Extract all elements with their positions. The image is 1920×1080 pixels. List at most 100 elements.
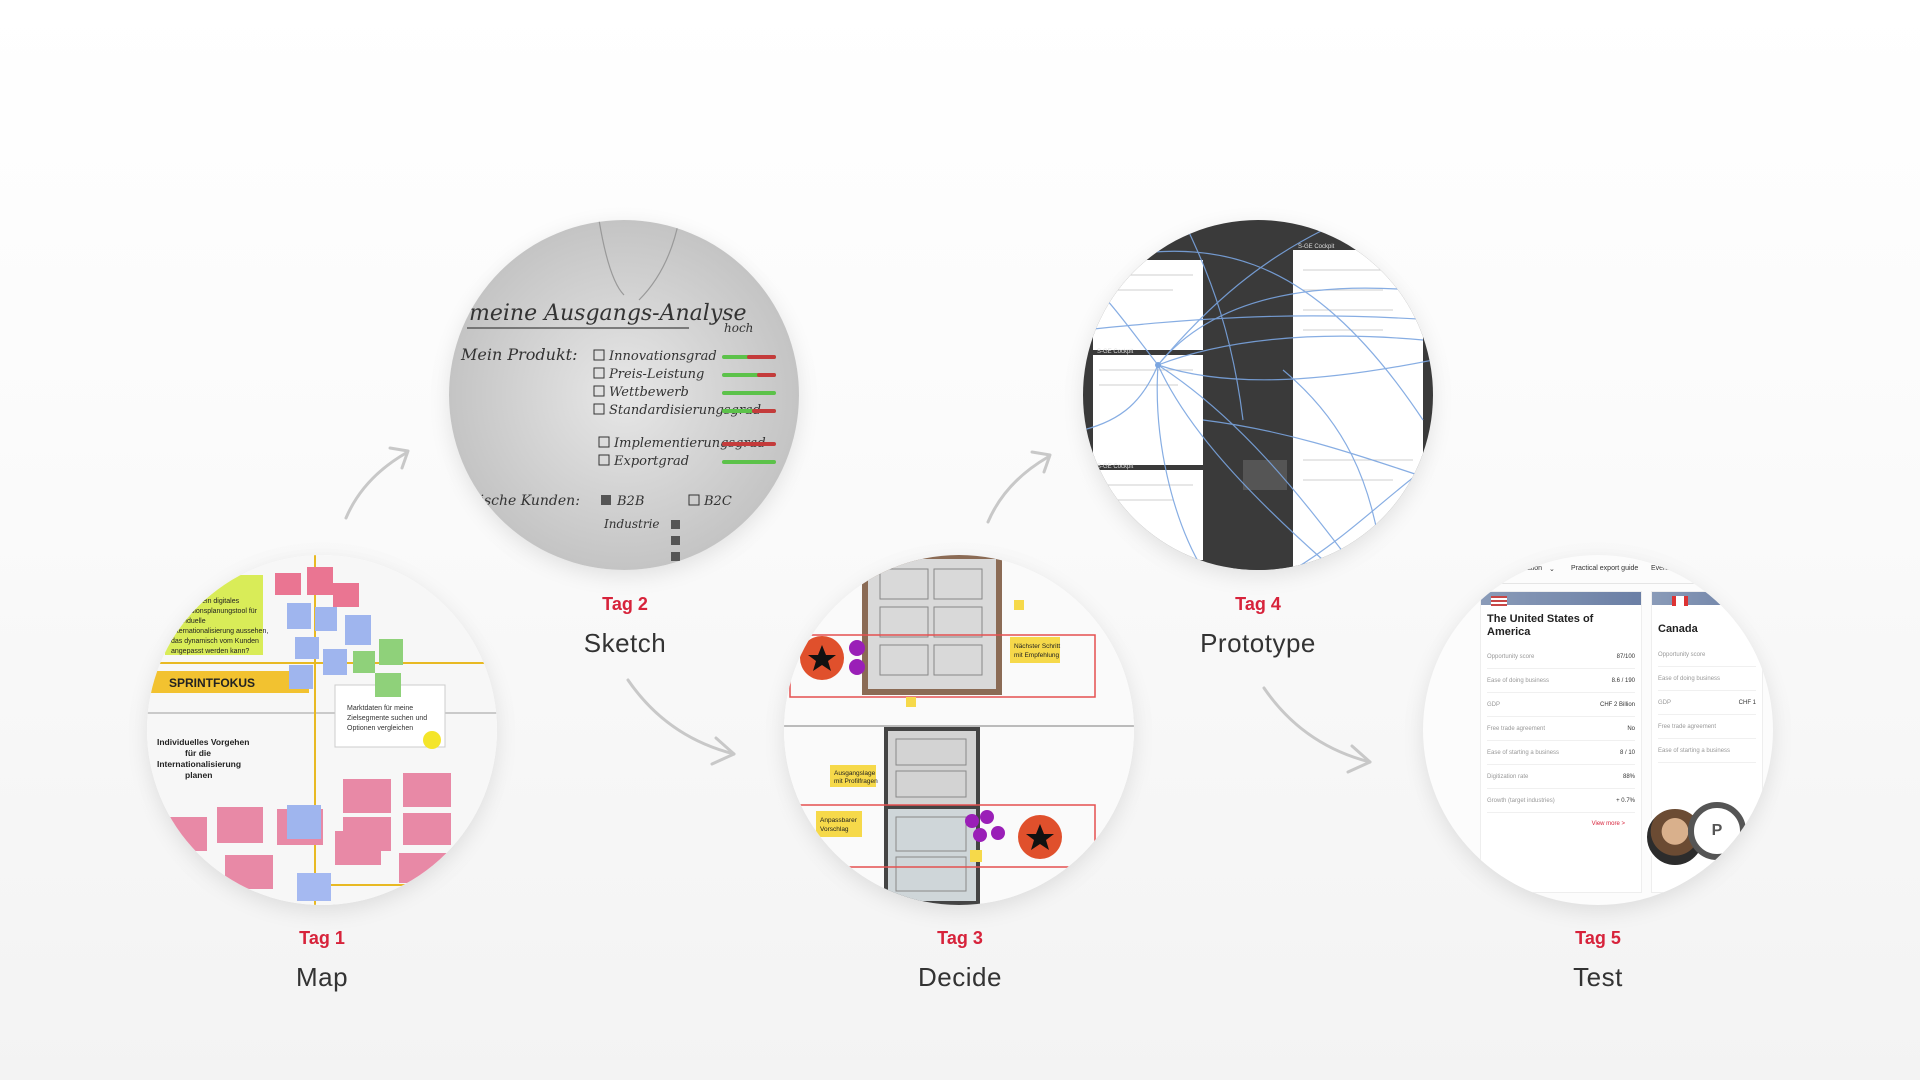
- svg-text:angepasst werden kann?: angepasst werden kann?: [171, 648, 249, 655]
- sketch-paper-photo: meine Ausgangs-Analyse hoch Mein Produkt…: [449, 220, 799, 570]
- b2c-label: B2C: [703, 494, 732, 509]
- stat-key: Opportunity score: [1487, 653, 1535, 660]
- sprintfokus-heading: SPRINTFOKUS: [169, 676, 255, 690]
- svg-text:individuelle: individuelle: [171, 618, 206, 625]
- test-nav: ...ation ⌄ Practical export guide Even..…: [1423, 565, 1773, 581]
- stat-row: Ease of starting a business 8 / 10: [1487, 741, 1635, 765]
- sketch-item: Exportgrad: [613, 454, 689, 469]
- svg-text:Nächster Schritt: Nächster Schritt: [1014, 643, 1060, 650]
- arrow-icon: [344, 446, 410, 520]
- canada-stats: Opportunity score Ease of doing business…: [1652, 635, 1762, 763]
- decide-wall-photo: Nächster Schritt mit Empfehlung Ausgangs…: [784, 555, 1134, 905]
- step-tag: Tag 4: [1235, 594, 1281, 614]
- stat-value: CHF 2 Billion: [1599, 701, 1635, 708]
- card-header-image: [1481, 592, 1641, 605]
- stat-row: Ease of doing business: [1658, 667, 1756, 691]
- step-label: Sketch: [583, 628, 667, 658]
- stat-row: Digitization rate 88%: [1487, 765, 1635, 789]
- stat-value: + 0.7%: [1616, 797, 1635, 804]
- svg-text:S-GE Cockpit: S-GE Cockpit: [1097, 349, 1134, 355]
- stat-key: Ease of starting a business: [1487, 749, 1560, 756]
- stat-key: Growth (target industries): [1487, 797, 1555, 804]
- step-tag: Tag 5: [1575, 928, 1621, 948]
- country-card-usa[interactable]: The United States of America Opportunity…: [1480, 591, 1642, 893]
- svg-text:das dynamisch vom Kunden: das dynamisch vom Kunden: [171, 638, 259, 645]
- svg-text:mit Profilfragen: mit Profilfragen: [834, 778, 878, 785]
- kunden-label: typische Kunden:: [457, 493, 580, 509]
- stat-key: Ease of doing business: [1658, 675, 1721, 682]
- svg-text:für die: für die: [185, 748, 211, 758]
- stat-key: Digitization rate: [1487, 773, 1529, 780]
- svg-text:Optionen vergleichen: Optionen vergleichen: [347, 725, 413, 732]
- svg-text:Zielsegmente suchen und: Zielsegmente suchen und: [347, 715, 427, 722]
- svg-text:Expansionsplanungstool für: Expansionsplanungstool für: [171, 608, 258, 615]
- svg-text:Internationalisierung aussehen: Internationalisierung aussehen,: [171, 628, 268, 635]
- chevron-down-icon: ⌄: [1549, 566, 1555, 573]
- usa-stats: Opportunity score 87/100 Ease of doing bu…: [1481, 639, 1641, 827]
- hoch-label: hoch: [724, 321, 753, 335]
- stat-row: Ease of starting a business: [1658, 739, 1756, 763]
- canada-flag-icon: [1672, 596, 1688, 606]
- view-more-link[interactable]: View more >: [1591, 821, 1625, 827]
- decide-illustration: Nächster Schritt mit Empfehlung Ausgangs…: [784, 555, 1134, 905]
- country-title: America: [1487, 626, 1531, 638]
- cockpit-label: S-GE Cockpit: [1298, 244, 1335, 250]
- stat-value: 88%: [1622, 773, 1635, 780]
- step-label: Prototype: [1200, 628, 1316, 658]
- test-ui-screenshot: ...ation ⌄ Practical export guide Even..…: [1423, 555, 1773, 905]
- step-label: Map: [295, 962, 349, 992]
- avatar-letter: P: [1711, 822, 1723, 839]
- svg-text:Vorschlag: Vorschlag: [820, 826, 849, 833]
- stat-value: 87/100: [1616, 653, 1635, 660]
- svg-text:Internationalisierung: Internationalisierung: [157, 759, 241, 769]
- svg-text:Anpassbarer: Anpassbarer: [820, 817, 858, 824]
- stat-value: 8.6 / 190: [1611, 677, 1635, 684]
- svg-text:Marktdaten für meine: Marktdaten für meine: [347, 705, 413, 712]
- sketch-item: Standardisierungsgrad: [609, 403, 761, 418]
- prototype-screens: S-GE Cockpit S-GE Cockpit S-GE Cockpit: [1083, 220, 1433, 570]
- step-label: Test: [1573, 962, 1623, 992]
- nav-item[interactable]: Even...: [1651, 565, 1673, 572]
- stat-row: Opportunity score: [1658, 643, 1756, 667]
- stat-key: Ease of starting a business: [1658, 747, 1731, 754]
- prototype-illustration: S-GE Cockpit S-GE Cockpit S-GE Cockpit: [1083, 220, 1433, 570]
- stat-row: Opportunity score 87/100: [1487, 645, 1635, 669]
- svg-text:Ausgangslage: Ausgangslage: [834, 770, 876, 777]
- svg-text:S-GE Cockpit: S-GE Cockpit: [1097, 464, 1134, 470]
- produkt-label: Mein Produkt:: [460, 345, 577, 364]
- map-board-photo: ZIEL Wie kann ein digitales Expansionspl…: [147, 555, 497, 905]
- nav-item[interactable]: Practical export guide: [1571, 565, 1639, 572]
- stat-key: Opportunity score: [1658, 651, 1706, 658]
- participant-avatar: P: [1688, 802, 1746, 860]
- stat-row: Growth (target industries) + 0.7%: [1487, 789, 1635, 813]
- stat-row: Ease of doing business 8.6 / 190: [1487, 669, 1635, 693]
- arrow-icon: [1262, 686, 1372, 774]
- usa-flag-icon: [1491, 596, 1507, 606]
- svg-text:Wie kann ein digitales: Wie kann ein digitales: [171, 598, 240, 605]
- sketch-item: Preis-Leistung: [608, 367, 704, 382]
- sketch-item: Implementierungsgrad: [613, 436, 766, 451]
- nav-item[interactable]: ...ation: [1521, 565, 1543, 572]
- b2b-label: B2B: [616, 494, 644, 509]
- step-tag: Tag 1: [299, 928, 345, 948]
- arrow-icon: [986, 450, 1052, 524]
- stat-value: 8 / 10: [1619, 749, 1635, 756]
- map-board-illustration: ZIEL Wie kann ein digitales Expansionspl…: [147, 555, 497, 905]
- sketch-title: meine Ausgangs-Analyse: [469, 301, 747, 326]
- stat-key: GDP: [1658, 699, 1672, 706]
- svg-text:mit Empfehlung: mit Empfehlung: [1014, 652, 1060, 659]
- step-label: Decide: [918, 962, 1002, 992]
- sketch-illustration: meine Ausgangs-Analyse hoch Mein Produkt…: [449, 220, 799, 570]
- svg-text:planen: planen: [185, 770, 212, 780]
- stat-key: Ease of doing business: [1487, 677, 1550, 684]
- card-header-image: [1652, 592, 1762, 605]
- country-title: Canada: [1658, 623, 1698, 635]
- arrow-icon: [626, 678, 736, 766]
- svg-text:Individuelles Vorgehen: Individuelles Vorgehen: [157, 737, 249, 747]
- ziel-heading: ZIEL: [173, 581, 193, 591]
- country-title: The United States of: [1487, 613, 1594, 625]
- stat-row: Free trade agreement: [1658, 715, 1756, 739]
